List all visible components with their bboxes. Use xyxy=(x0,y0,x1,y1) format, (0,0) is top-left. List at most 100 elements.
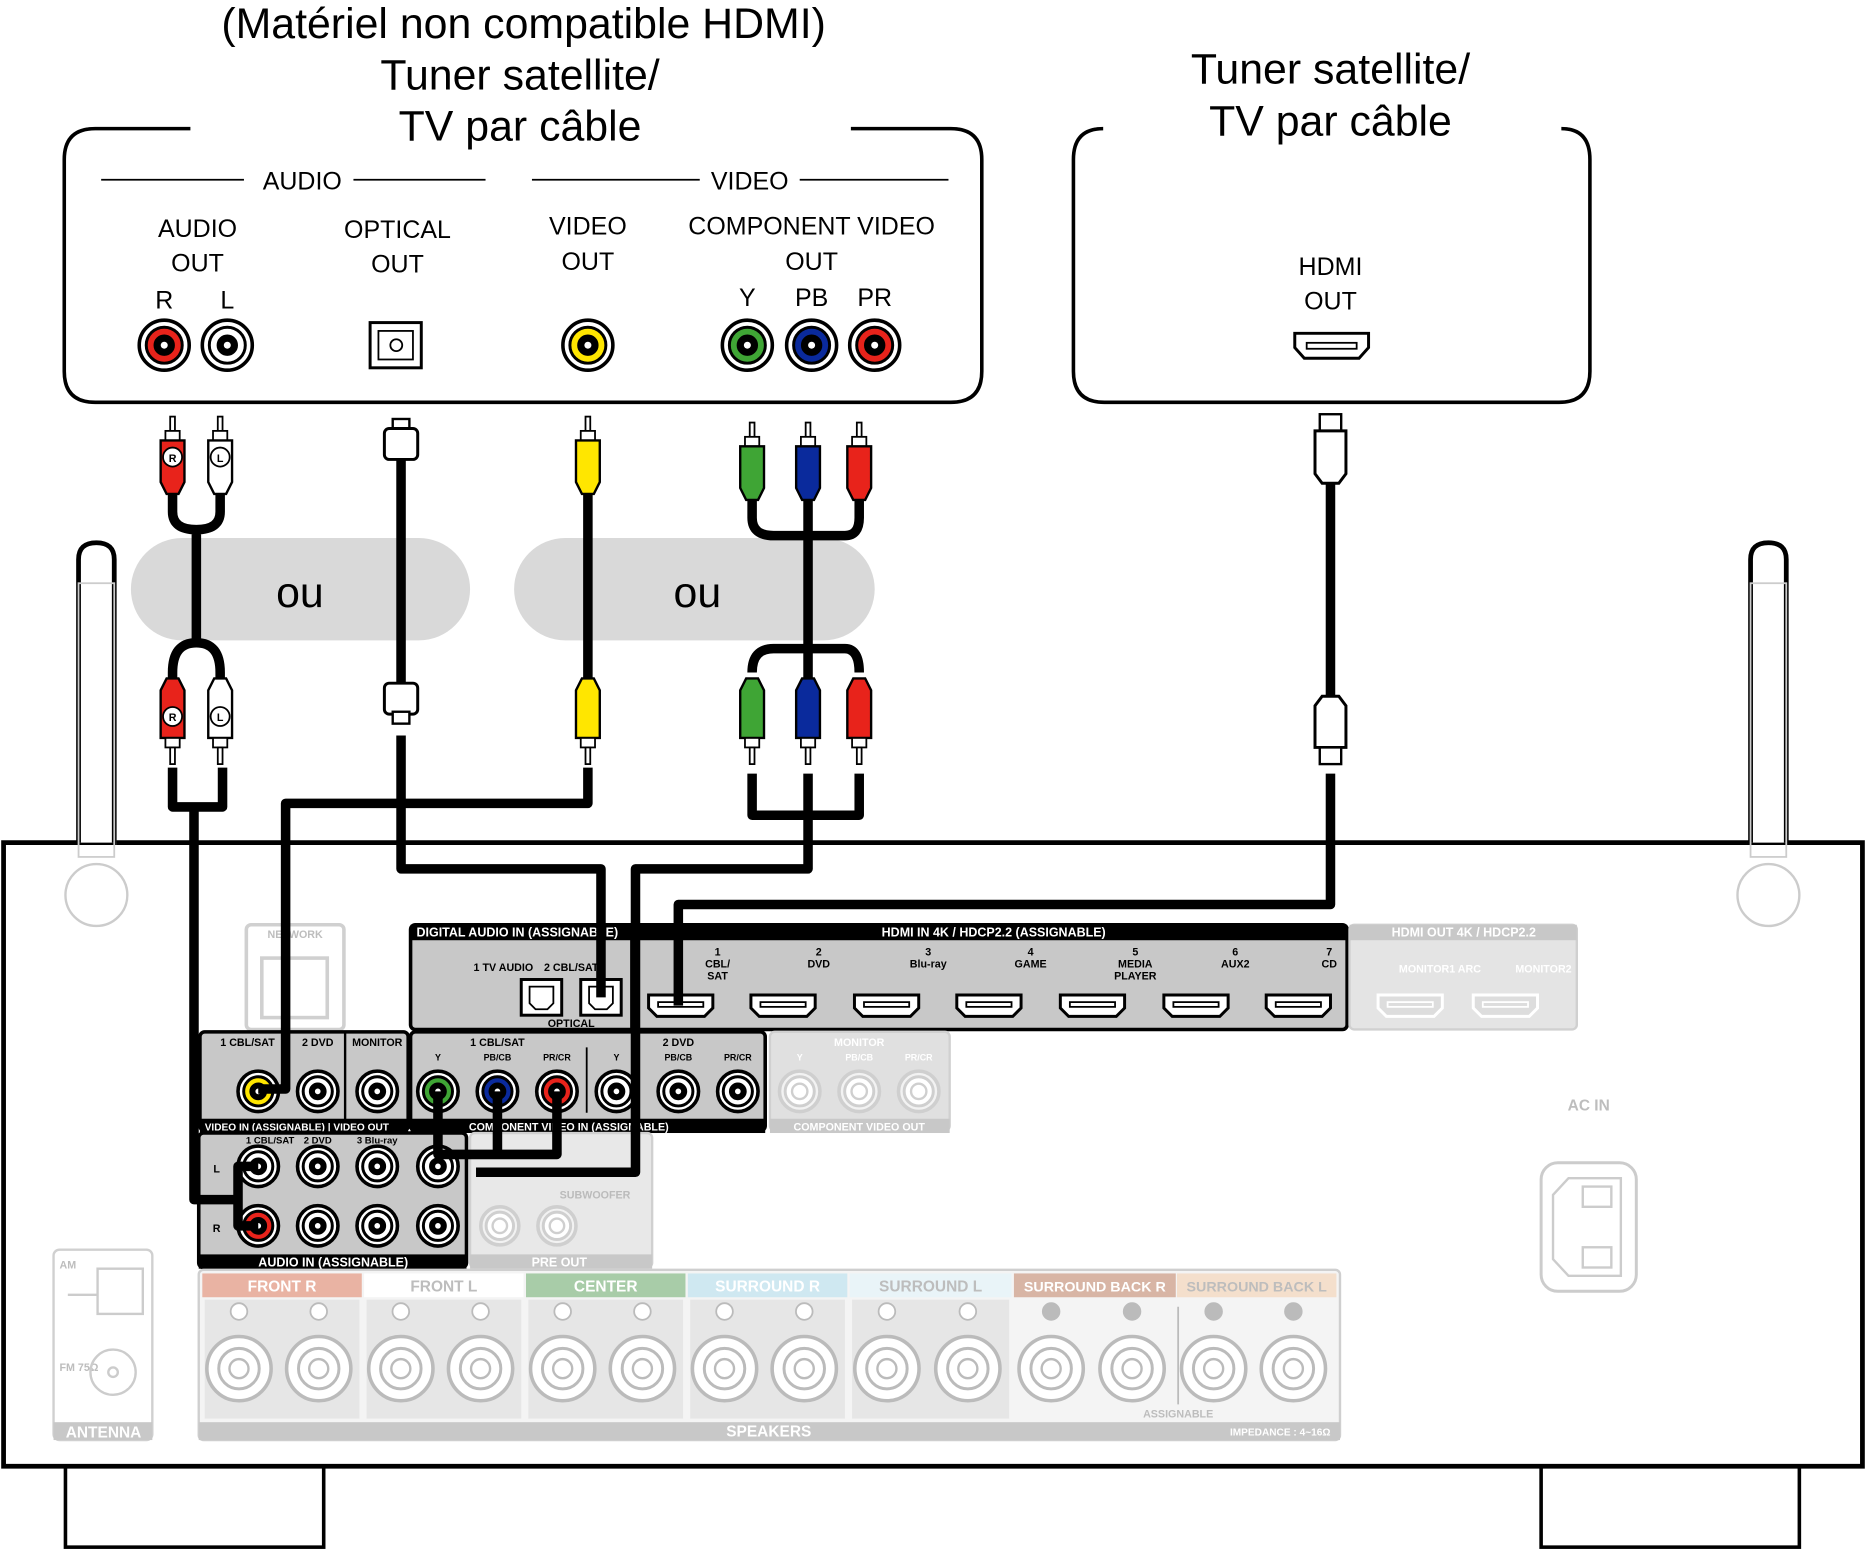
hdmi-input-6-label: AUX2 xyxy=(1221,959,1250,971)
hdmi-out-header: HDMI OUT 4K / HDCP2.2 xyxy=(1392,926,1536,940)
hdmi-in-port-3-icon xyxy=(852,993,921,1018)
video-out-label: VIDEO xyxy=(549,213,627,241)
component-out-jack-2-icon xyxy=(837,1069,882,1114)
speaker-header-bg xyxy=(526,1273,686,1298)
speaker-terminal-minus-icon[interactable] xyxy=(446,1302,515,1403)
speaker-terminal-plus-icon[interactable] xyxy=(853,1302,921,1403)
audio-out-r-jack-icon xyxy=(137,318,192,372)
speaker-terminal-plus-icon[interactable] xyxy=(690,1302,759,1403)
analog-audio-cable xyxy=(167,470,225,697)
component-plug-pr-bottom xyxy=(846,677,873,765)
component-pr-jack-icon xyxy=(847,318,902,372)
rca-plug-l-top: L xyxy=(207,415,234,496)
hdmi-plug-top xyxy=(1313,413,1348,485)
speaker-header-bg xyxy=(1013,1273,1176,1298)
speaker-terminal-minus-icon[interactable] xyxy=(770,1302,839,1403)
component-in-jack-5-icon xyxy=(656,1069,701,1114)
component-in-footer: COMPONENT VIDEO IN (ASSIGNABLE) xyxy=(469,1122,669,1134)
alternative-pill-audio xyxy=(130,537,471,641)
speaker-terminal-plus-icon[interactable] xyxy=(205,1302,273,1403)
fm-connector-icon xyxy=(89,1348,137,1397)
hdmi-input-3-label: 3 xyxy=(925,947,931,959)
speaker-surround-back-l-label: SURROUND BACK L xyxy=(1187,1279,1328,1295)
speaker-terminal-plus-icon[interactable] xyxy=(1017,1302,1086,1403)
audio-in-2-l-jack-icon xyxy=(295,1144,340,1189)
hdmi-input-1-label: 1 xyxy=(715,947,721,959)
audio-in-footer: AUDIO IN (ASSIGNABLE) xyxy=(258,1255,408,1269)
ac-in-label: AC IN xyxy=(1568,1097,1610,1114)
optical-out-label-2: OUT xyxy=(371,251,424,279)
subwoofer-1-jack-icon xyxy=(478,1205,521,1247)
speaker-terminal-plus-icon[interactable] xyxy=(366,1302,435,1403)
hdmi-in-port-6-icon xyxy=(1162,993,1230,1018)
video-monitor-label: MONITOR xyxy=(352,1037,403,1049)
audio-row-l: L xyxy=(213,1163,220,1175)
hdmi-input-1-label: SAT xyxy=(707,970,728,982)
right-device-title-line1: Tuner satellite/ xyxy=(1191,45,1470,93)
speaker-surround-r-label: SURROUND R xyxy=(715,1278,820,1295)
am-label: AM xyxy=(60,1260,77,1272)
audio-in-3-l-jack-icon xyxy=(355,1144,400,1189)
r-label: R xyxy=(155,286,173,314)
video-out-monitor-jack-icon xyxy=(355,1069,400,1114)
speaker-terminal-minus-icon[interactable] xyxy=(1098,1302,1166,1403)
subwoofer-label: SUBWOOFER xyxy=(560,1189,631,1201)
hdmi-out-label-2: OUT xyxy=(1304,288,1357,316)
video-input-1-label: 1 CBL/SAT xyxy=(220,1037,275,1049)
speaker-front-r-label: FRONT R xyxy=(248,1278,317,1295)
audio-in-2-r-jack-icon xyxy=(295,1203,340,1248)
speaker-terminal-minus-icon[interactable] xyxy=(933,1302,1002,1403)
hdmi-input-5-label: PLAYER xyxy=(1114,970,1157,982)
rca-plug-r-bottom: R xyxy=(159,677,186,765)
ac-inlet-icon xyxy=(1539,1161,1638,1293)
plug-letter: L xyxy=(217,712,224,724)
speaker-header-bg xyxy=(687,1273,848,1298)
hdmi-out-label: HDMI xyxy=(1299,253,1363,281)
hdmi-cable xyxy=(673,482,1336,1006)
speaker-terminal-minus-icon[interactable] xyxy=(1259,1302,1328,1403)
hdmi-input-1-label: CBL/ xyxy=(705,959,730,971)
impedance-label: IMPEDANCE : 4~16Ω xyxy=(1230,1427,1331,1438)
speaker-terminal-minus-icon[interactable] xyxy=(608,1302,677,1403)
video-out-jack-icon xyxy=(561,318,615,372)
optical-plug-top xyxy=(382,417,420,461)
right-foot xyxy=(1539,1464,1802,1549)
component-out-channel-label: Y xyxy=(797,1052,803,1062)
right-antenna-icon xyxy=(1736,540,1801,928)
hdmi-input-4-label: GAME xyxy=(1015,959,1047,971)
pr-label: PR xyxy=(857,284,892,312)
speaker-center-label: CENTER xyxy=(574,1278,638,1295)
speaker-header-bg xyxy=(849,1273,1012,1298)
component-in-channel-label: PB/CB xyxy=(484,1052,512,1062)
component-out-jack-3-icon xyxy=(896,1069,941,1114)
left-device-title-line2: Tuner satellite/ xyxy=(380,51,659,99)
speaker-terminal-plus-icon[interactable] xyxy=(528,1302,597,1403)
audio-group-label: AUDIO xyxy=(263,167,342,195)
video-footer: VIDEO IN (ASSIGNABLE) | VIDEO OUT xyxy=(205,1123,390,1134)
component-out-jack-1-icon xyxy=(777,1069,822,1114)
right-device-box xyxy=(1071,126,1592,405)
hdmi-input-2-label: 2 xyxy=(816,947,822,959)
optical-in-port-1-icon xyxy=(519,978,564,1017)
speakers-footer: SPEAKERS xyxy=(726,1423,811,1440)
component-in-channel-label: Y xyxy=(613,1052,619,1062)
video-input-2-label: 2 DVD xyxy=(302,1037,334,1049)
speaker-terminal-minus-icon[interactable] xyxy=(284,1302,353,1403)
left-foot xyxy=(63,1464,326,1549)
video-cable xyxy=(258,493,593,1094)
optical-label: OPTICAL xyxy=(548,1018,595,1030)
component-out-channel-label: PR/CR xyxy=(905,1052,933,1062)
left-device-title-line1: (Matériel non compatible HDMI) xyxy=(221,0,826,48)
speaker-header-bg xyxy=(1176,1273,1337,1298)
hdmi-input-6-label: 6 xyxy=(1232,947,1238,959)
digital-audio-header: DIGITAL AUDIO IN (ASSIGNABLE) xyxy=(417,926,619,940)
hdmi-in-port-4-icon xyxy=(955,993,1023,1018)
hdmi-plug-bottom xyxy=(1313,694,1348,766)
speaker-terminal-plus-icon[interactable] xyxy=(1179,1302,1248,1403)
antenna-footer: ANTENNA xyxy=(66,1425,142,1442)
component-out-channel-label: PB/CB xyxy=(845,1052,873,1062)
network-label: NETWORK xyxy=(267,929,323,941)
audio-in-1-label: 1 CBL/SAT xyxy=(246,1136,295,1147)
digital-input-1-label: 1 TV AUDIO xyxy=(474,962,534,974)
